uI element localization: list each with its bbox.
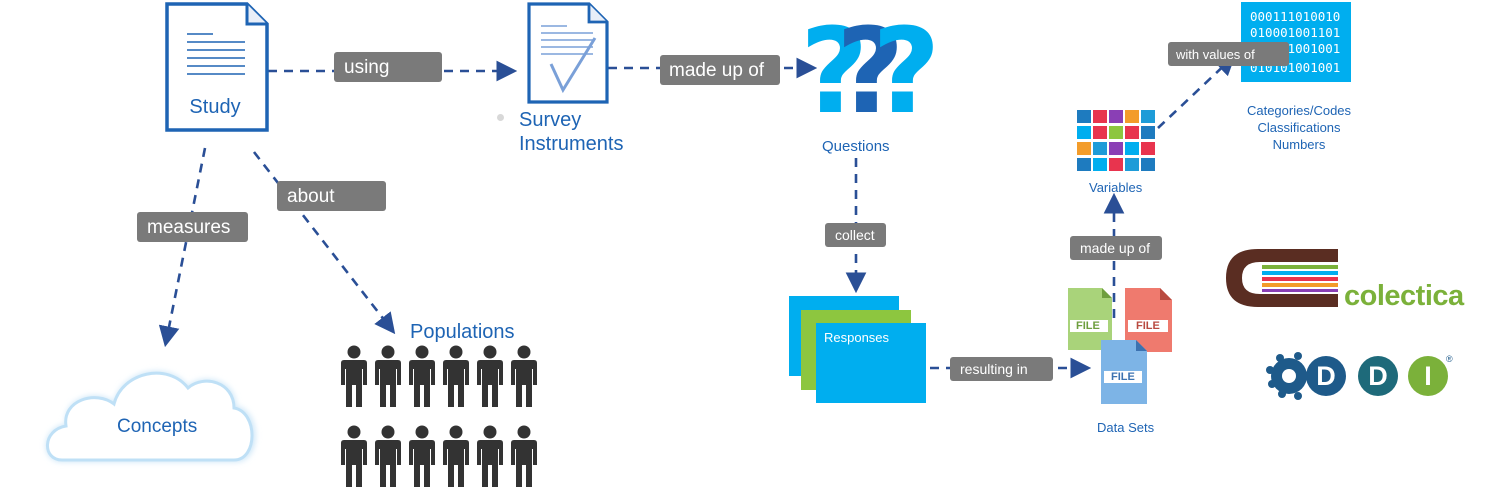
file-label-green: FILE: [1076, 320, 1100, 332]
ddi-letter-1: D: [1316, 361, 1336, 391]
edge-label-resulting-in: resulting in: [950, 357, 1053, 381]
study-node: Study: [165, 2, 269, 132]
ddi-letter-2: D: [1368, 361, 1388, 391]
survey-dot: [497, 114, 504, 121]
data-sets-label: Data Sets: [1097, 420, 1155, 435]
edge-label-made-up-of-top: made up of: [660, 55, 780, 85]
binary-line-1: 000111010010: [1250, 9, 1341, 24]
questions-label: Questions: [822, 138, 890, 155]
survey-document-icon: [527, 2, 609, 104]
responses-label: Responses: [824, 330, 890, 345]
colectica-wordmark: colectica: [1344, 280, 1464, 312]
edge-label-with-values-of: with values of: [1168, 42, 1289, 66]
variables-label: Variables: [1089, 180, 1143, 195]
ddi-registered-mark: ®: [1446, 354, 1453, 364]
binary-line-2: 010001001101: [1250, 25, 1341, 40]
categories-label: Categories/Codes Classifications Numbers: [1246, 103, 1352, 152]
survey-instruments-label: Survey Instruments: [519, 109, 624, 155]
populations-label: Populations: [410, 321, 515, 343]
document-icon: [165, 2, 269, 132]
concepts-label: Concepts: [117, 416, 198, 437]
survey-instruments-node: [527, 2, 609, 104]
file-label-blue: FILE: [1111, 371, 1135, 383]
variables-grid: [1077, 110, 1157, 174]
study-label: Study: [189, 96, 241, 118]
file-label-red: FILE: [1136, 320, 1160, 332]
edge-label-measures: measures: [137, 212, 248, 242]
edge-study-concepts: [158, 147, 207, 348]
edge-label-about: about: [277, 181, 386, 211]
ddi-letter-3: I: [1424, 361, 1432, 391]
questions-icon: ? ? ?: [800, 2, 941, 140]
edge-label-made-up-of-right: made up of: [1070, 236, 1162, 260]
edge-label-using: using: [334, 52, 442, 82]
edge-label-collect: collect: [825, 223, 886, 247]
response-card-front: Responses: [816, 323, 926, 403]
edge-variables-values: [1157, 54, 1236, 129]
